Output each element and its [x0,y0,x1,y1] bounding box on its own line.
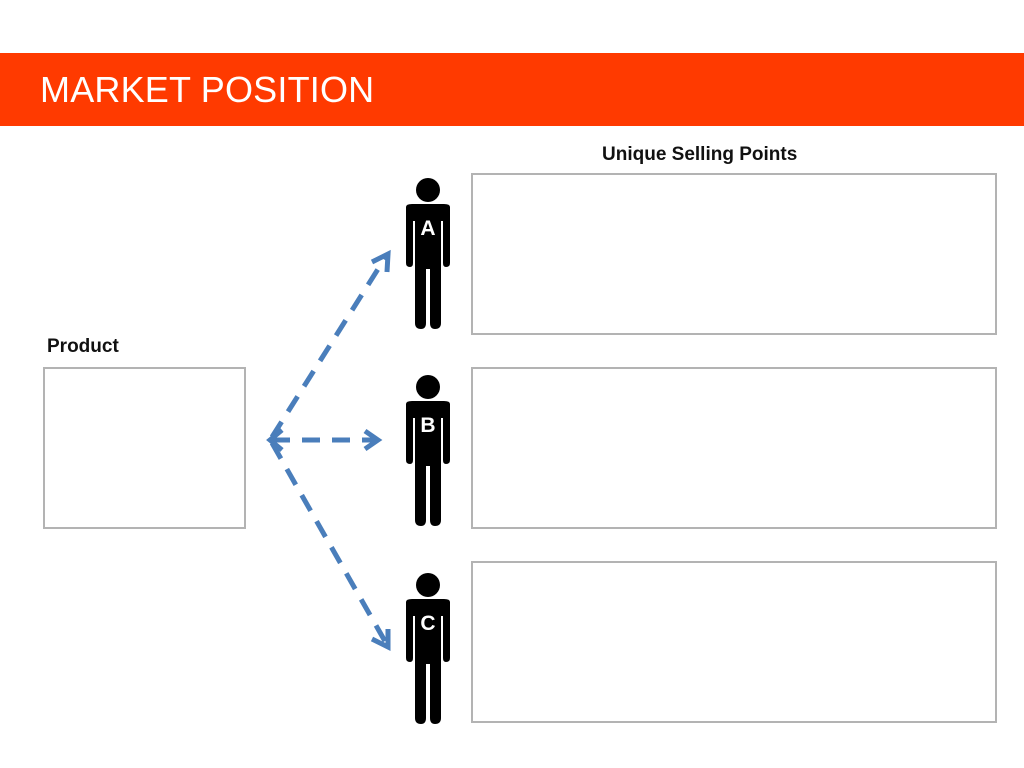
person-b-icon: B [398,374,458,526]
title-bar: MARKET POSITION [0,53,1024,126]
product-box[interactable] [43,367,246,529]
usp-box-c[interactable] [471,561,997,723]
usp-heading: Unique Selling Points [602,144,798,165]
usp-box-b[interactable] [471,367,997,529]
arrowhead-c-icon [370,629,391,652]
product-heading: Product [47,336,119,357]
person-a-icon: A [398,177,458,329]
arrowhead-b-icon [363,428,383,452]
usp-box-a[interactable] [471,173,997,335]
person-c-icon: C [398,572,458,724]
arrowhead-a-icon [370,249,391,273]
arrow-to-c [269,441,389,645]
person-a-letter: A [420,217,436,240]
person-b-letter: B [420,414,436,437]
slide-title: MARKET POSITION [40,69,375,110]
person-c-letter: C [420,612,436,635]
arrow-origin-icon [266,428,284,452]
arrow-to-a [269,256,388,439]
